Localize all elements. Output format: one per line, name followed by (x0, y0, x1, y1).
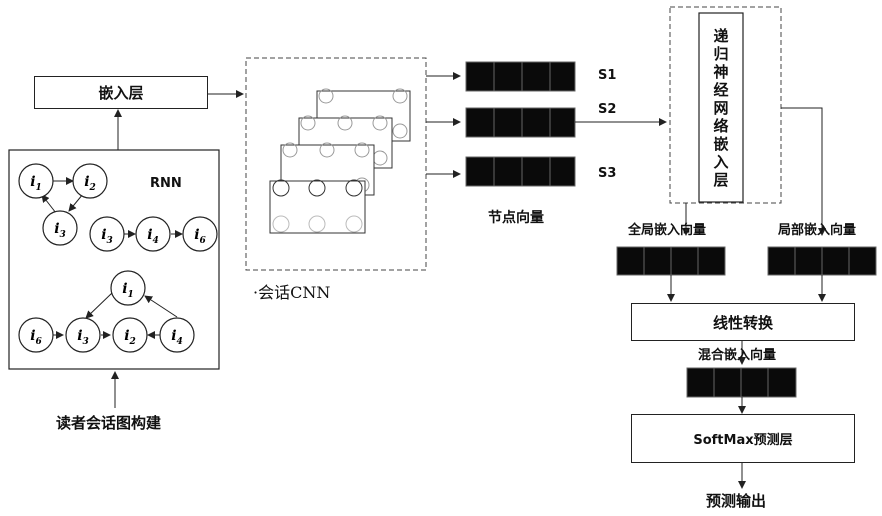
svg-text:i6: i6 (194, 227, 206, 246)
graph-node: i3 (42, 210, 78, 246)
softmax-layer-box: SoftMax预测层 (631, 414, 855, 463)
graph-node: i2 (72, 163, 108, 199)
rnn-label: RNN (150, 176, 182, 191)
local-embedding-label: 局部嵌入向量 (778, 223, 857, 238)
node-vector-s1 (465, 61, 576, 92)
local-embedding-vector (767, 246, 877, 276)
graph-edges (41, 177, 183, 339)
embedding-layer-box: 嵌入层 (34, 76, 208, 109)
s3-label: S3 (598, 166, 617, 181)
graph-node: i1 (110, 270, 146, 306)
svg-text:i2: i2 (124, 328, 136, 347)
svg-text:i3: i3 (77, 328, 89, 347)
global-embedding-vector (616, 246, 726, 276)
rnn-embedding-layer-label: 递 归 神 经 网 络 嵌 入 层 (713, 27, 729, 189)
graph-node: i1 (18, 163, 54, 199)
graph-node: i3 (65, 317, 101, 353)
graph-node: i6 (182, 216, 218, 252)
svg-text:i1: i1 (122, 281, 134, 300)
s1-label: S1 (598, 68, 617, 83)
svg-text:i6: i6 (30, 328, 42, 347)
cnn-feature-maps (269, 88, 411, 234)
graph-node: i3 (89, 216, 125, 252)
s2-label: S2 (598, 102, 617, 117)
graph-node: i4 (159, 317, 195, 353)
linear-transform-box: 线性转换 (631, 303, 855, 341)
mixed-embedding-vector (686, 367, 797, 398)
arrow-s2-to-local (781, 107, 826, 236)
rnn-embedding-frame (669, 6, 782, 204)
svg-text:i4: i4 (147, 227, 159, 246)
session-cnn-label: ·会话CNN (253, 283, 331, 302)
session-cnn-frame (245, 57, 427, 271)
mixed-embedding-label: 混合嵌入向量 (698, 348, 777, 363)
svg-text:i3: i3 (101, 227, 113, 246)
svg-text:i4: i4 (171, 328, 183, 347)
svg-text:i2: i2 (84, 174, 96, 193)
graph-build-label: 读者会话图构建 (56, 414, 162, 432)
rnn-embedding-box (698, 12, 744, 203)
graph-node: i2 (112, 317, 148, 353)
svg-text:i3: i3 (54, 221, 66, 240)
svg-text:i1: i1 (30, 174, 42, 193)
node-vector-s2 (465, 107, 576, 138)
graph-node: i6 (18, 317, 54, 353)
prediction-output-label: 预测输出 (706, 492, 767, 510)
graph-node: i4 (135, 216, 171, 252)
node-vector-s3 (465, 156, 576, 187)
global-embedding-label: 全局嵌入向量 (628, 223, 707, 238)
node-vector-label: 节点向量 (488, 210, 544, 226)
